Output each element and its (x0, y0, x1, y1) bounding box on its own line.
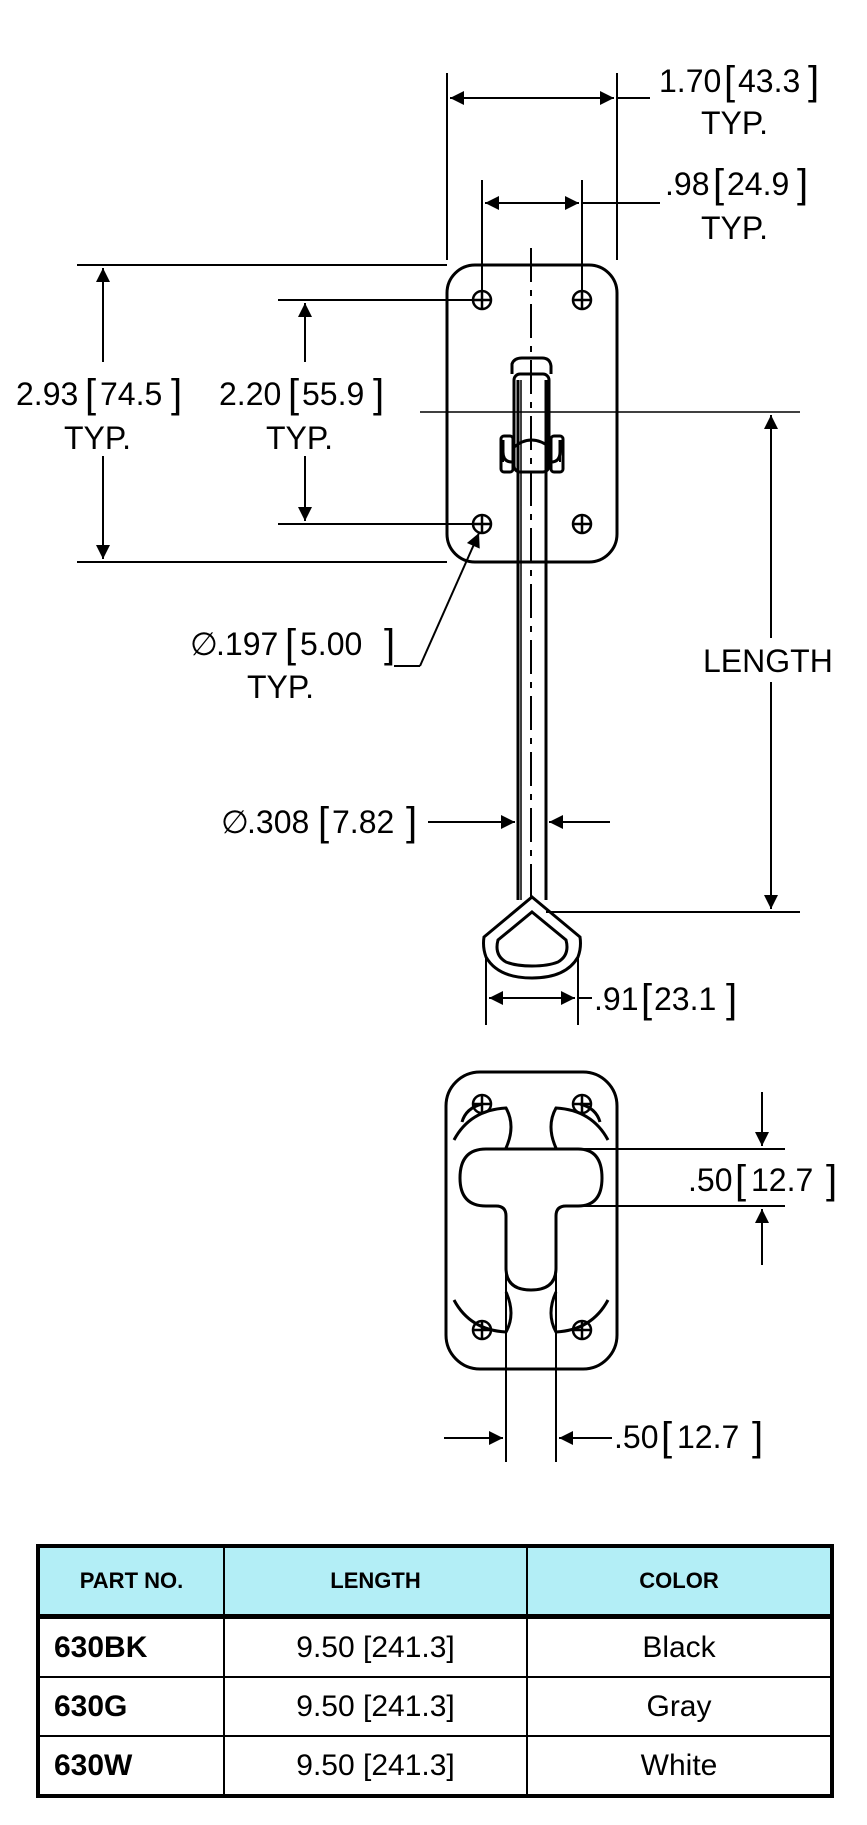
svg-text:[: [ (285, 622, 296, 666)
svg-text:.91: .91 (594, 981, 638, 1017)
svg-text:2.20: 2.20 (219, 376, 281, 412)
color-cell: Black (526, 1615, 833, 1678)
length-dimension (546, 415, 800, 913)
svg-text:[: [ (85, 372, 96, 416)
mounting-hole-icon (471, 289, 593, 535)
svg-text:.50: .50 (614, 1419, 658, 1455)
svg-text:43.3: 43.3 (738, 63, 800, 99)
svg-text:[: [ (724, 59, 735, 103)
svg-text:TYP.: TYP. (701, 210, 768, 246)
hook-housing (499, 356, 565, 474)
svg-text:5.00: 5.00 (300, 626, 362, 662)
svg-text:TYP.: TYP. (64, 420, 131, 456)
catch-plate (444, 1070, 619, 1371)
part-number-table: PART NO. LENGTH COLOR 630BK 9.50 [241.3]… (36, 1544, 834, 1798)
plate-width-label: 1.70 [ 43.3 ] TYP. (659, 59, 819, 141)
svg-text:1.70: 1.70 (659, 63, 721, 99)
svg-text:[: [ (661, 1415, 672, 1459)
svg-text:TYP.: TYP. (247, 669, 314, 705)
svg-text:2.93: 2.93 (16, 376, 78, 412)
hole-spacing-dimension (481, 180, 660, 290)
svg-text:.308: .308 (247, 804, 309, 840)
svg-text:7.82: 7.82 (332, 804, 394, 840)
color-cell: White (526, 1735, 833, 1797)
svg-text:TYP.: TYP. (701, 105, 768, 141)
hook-loop (482, 895, 582, 980)
loop-width-label: .91 [ 23.1 ] (594, 977, 737, 1021)
svg-text:74.5: 74.5 (100, 376, 162, 412)
hole-height-label: 2.20 [ 55.9 ] TYP. (219, 372, 384, 456)
slot-width-label: .50 [ 12.7 ] (614, 1415, 763, 1459)
hole-diameter-label: ∅ .197 [ 5.00 ] TYP. (190, 622, 395, 705)
hole-spacing-label: .98 [ 24.9 ] TYP. (665, 162, 808, 246)
plate-height-label: 2.93 [ 74.5 ] TYP. (16, 372, 182, 456)
slot-width-dimension (444, 1270, 612, 1462)
table-row: 630G 9.50 [241.3] Gray (37, 1676, 833, 1737)
header-color: COLOR (526, 1545, 833, 1619)
svg-text:TYP.: TYP. (266, 420, 333, 456)
svg-text:]: ] (373, 372, 384, 416)
svg-text:12.7: 12.7 (751, 1162, 813, 1198)
svg-text:]: ] (808, 59, 819, 103)
front-view (420, 248, 800, 980)
svg-text:]: ] (171, 372, 182, 416)
hole-height-dimension (278, 299, 473, 525)
catch-view (444, 1070, 619, 1371)
svg-text:12.7: 12.7 (677, 1419, 739, 1455)
svg-text:[: [ (288, 372, 299, 416)
rod-diameter-label: ∅ .308 [ 7.82 ] (221, 800, 417, 844)
svg-text:]: ] (406, 800, 417, 844)
svg-text:]: ] (826, 1158, 837, 1202)
svg-text:]: ] (797, 162, 808, 206)
length-label: LENGTH (703, 643, 833, 679)
table-header-row: PART NO. LENGTH COLOR (37, 1545, 833, 1619)
svg-text:.98: .98 (665, 166, 709, 202)
t-slot (458, 1147, 604, 1292)
svg-text:∅: ∅ (221, 804, 249, 840)
svg-text:24.9: 24.9 (727, 166, 789, 202)
svg-text:.197: .197 (216, 626, 278, 662)
svg-text:55.9: 55.9 (302, 376, 364, 412)
svg-text:]: ] (384, 622, 395, 666)
svg-text:]: ] (726, 977, 737, 1021)
length-cell: 9.50 [241.3] (223, 1735, 528, 1797)
header-length: LENGTH (223, 1545, 528, 1619)
length-cell: 9.50 [241.3] (223, 1676, 528, 1737)
svg-text:23.1: 23.1 (654, 981, 716, 1017)
part-number-cell: 630BK (37, 1615, 225, 1678)
slot-height-label: .50 [ 12.7 ] (688, 1158, 837, 1202)
part-number-cell: 630W (37, 1735, 225, 1797)
svg-text:[: [ (735, 1158, 746, 1202)
header-part-no: PART NO. (37, 1545, 225, 1619)
svg-text:[: [ (641, 977, 652, 1021)
plate-height-dimension (77, 264, 447, 563)
table-row: 630W 9.50 [241.3] White (37, 1735, 833, 1797)
svg-text:∅: ∅ (190, 626, 218, 662)
plate-width-dimension (446, 73, 650, 260)
slot-height-dimension (540, 1092, 785, 1265)
catch-hole-icon (471, 1093, 593, 1341)
loop-width-dimension (485, 957, 592, 1025)
svg-text:[: [ (713, 162, 724, 206)
hole-diameter-leader (394, 532, 480, 667)
hook-rod (516, 380, 548, 900)
table-row: 630BK 9.50 [241.3] Black (37, 1615, 833, 1678)
svg-text:[: [ (318, 800, 329, 844)
length-cell: 9.50 [241.3] (223, 1615, 528, 1678)
color-cell: Gray (526, 1676, 833, 1737)
part-number-cell: 630G (37, 1676, 225, 1737)
svg-text:.50: .50 (688, 1162, 732, 1198)
svg-text:]: ] (752, 1415, 763, 1459)
